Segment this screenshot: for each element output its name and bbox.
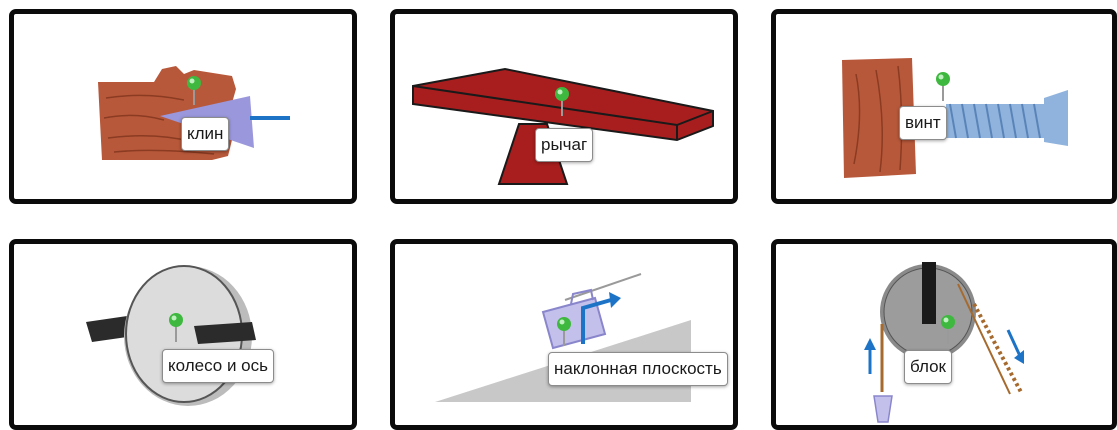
label-naklonnaya-ploskost[interactable]: наклонная плоскость bbox=[548, 352, 728, 386]
wedge-illustration bbox=[98, 66, 290, 160]
pin-icon bbox=[187, 76, 201, 105]
card-screw: винт bbox=[771, 9, 1117, 204]
pin-icon bbox=[169, 313, 183, 342]
label-vint[interactable]: винт bbox=[899, 106, 947, 140]
card-wheel-axle: колесо и ось bbox=[9, 239, 357, 430]
label-blok[interactable]: блок bbox=[904, 350, 952, 384]
pin-icon bbox=[941, 315, 955, 344]
wheel-axle-illustration bbox=[86, 265, 256, 406]
label-rychag[interactable]: рычаг bbox=[535, 128, 594, 162]
card-pulley: блок bbox=[771, 239, 1117, 430]
pulley-illustration bbox=[864, 262, 1024, 423]
pin-icon bbox=[557, 317, 571, 346]
pin-icon bbox=[936, 72, 950, 101]
pin-icon bbox=[555, 87, 569, 116]
card-lever: рычаг bbox=[390, 9, 738, 204]
label-klin[interactable]: клин bbox=[181, 117, 230, 151]
screw-illustration bbox=[842, 58, 1068, 178]
card-wedge: клин bbox=[9, 9, 357, 204]
label-koleso-i-os[interactable]: колесо и ось bbox=[162, 349, 274, 383]
card-inclined-plane: наклонная плоскость bbox=[390, 239, 738, 430]
